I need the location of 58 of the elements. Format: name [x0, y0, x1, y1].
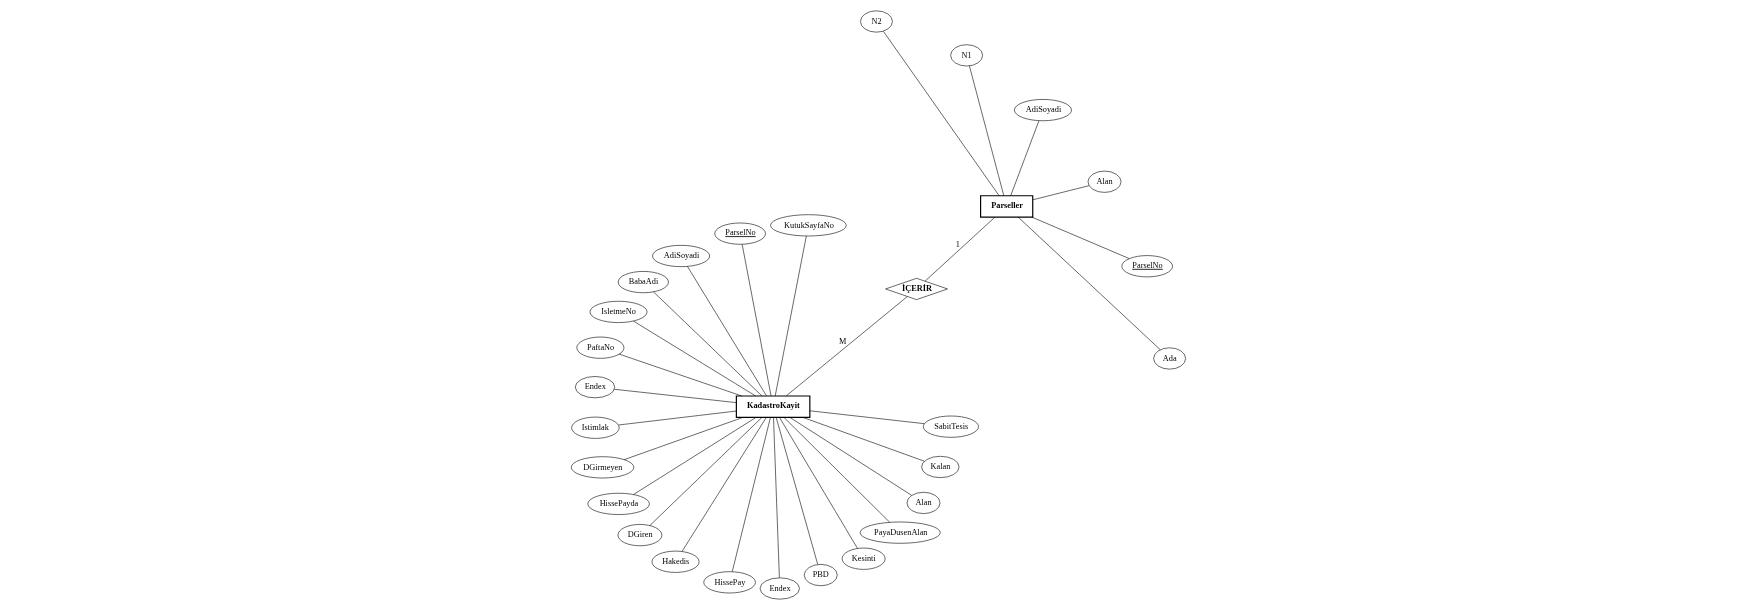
connector — [773, 417, 780, 579]
connector — [633, 417, 757, 495]
connector — [969, 65, 1005, 196]
connector — [623, 417, 744, 460]
connector — [775, 417, 818, 565]
connector — [924, 216, 996, 282]
node-ellipse: DGirmeyen — [571, 456, 635, 479]
edge-label: M — [839, 336, 847, 346]
node-ellipse: Istimlak — [571, 416, 620, 439]
connector — [783, 417, 891, 523]
node-ellipse: KutukSayfaNo — [770, 214, 847, 237]
node-ellipse: Endex — [575, 376, 616, 399]
node-ellipse: AdiSoyadi — [1014, 99, 1072, 122]
node-ellipse: IsletmeNo — [589, 300, 648, 323]
connector — [802, 417, 925, 462]
connector — [653, 291, 763, 397]
connector — [618, 410, 737, 426]
connector — [809, 410, 925, 424]
node-ellipse: N2 — [860, 10, 893, 33]
node-ellipse: HissePay — [703, 571, 756, 594]
node-ellipse: Kalan — [921, 456, 960, 478]
node-ellipse: N1 — [950, 44, 983, 67]
node-diamond: İÇERİR — [885, 278, 948, 300]
node-ellipse: Alan — [906, 491, 941, 514]
node-ellipse: DGiren — [617, 524, 663, 547]
node-ellipse: ParselNo — [714, 222, 766, 245]
node-ellipse: Hakedis — [651, 550, 700, 573]
node-ellipse: AdiSoyadi — [652, 245, 710, 267]
connector — [786, 296, 908, 397]
connector — [731, 417, 771, 572]
node-ellipse: PBD — [803, 564, 838, 587]
connector — [614, 388, 737, 403]
node-ellipse: Ada — [1153, 347, 1186, 370]
connector — [1010, 120, 1040, 196]
connector — [883, 31, 1000, 196]
node-ellipse: SabitTesis — [923, 415, 979, 438]
connector — [1032, 185, 1090, 201]
connector — [779, 417, 858, 549]
connector — [774, 235, 807, 397]
node-box: Parseller — [980, 195, 1034, 218]
node-ellipse: BabaAdi — [617, 271, 669, 294]
connector — [789, 417, 912, 496]
connector — [687, 266, 767, 397]
node-box: KadastroKayit — [735, 395, 811, 418]
node-ellipse: Alan — [1087, 170, 1122, 193]
edge-label: 1 — [955, 239, 960, 249]
connector — [649, 417, 763, 526]
connector — [681, 417, 767, 552]
node-ellipse: PayaDusenAlan — [859, 521, 941, 544]
node-ellipse: HissePayda — [587, 492, 650, 515]
connector — [1017, 216, 1161, 351]
node-ellipse: PaftaNo — [576, 336, 625, 359]
node-ellipse: Kesinti — [841, 547, 886, 570]
connector — [618, 353, 743, 397]
connector — [1031, 216, 1130, 259]
node-ellipse: Endex — [759, 577, 800, 600]
connector — [633, 320, 756, 397]
node-ellipse: ParselNo — [1121, 255, 1173, 278]
